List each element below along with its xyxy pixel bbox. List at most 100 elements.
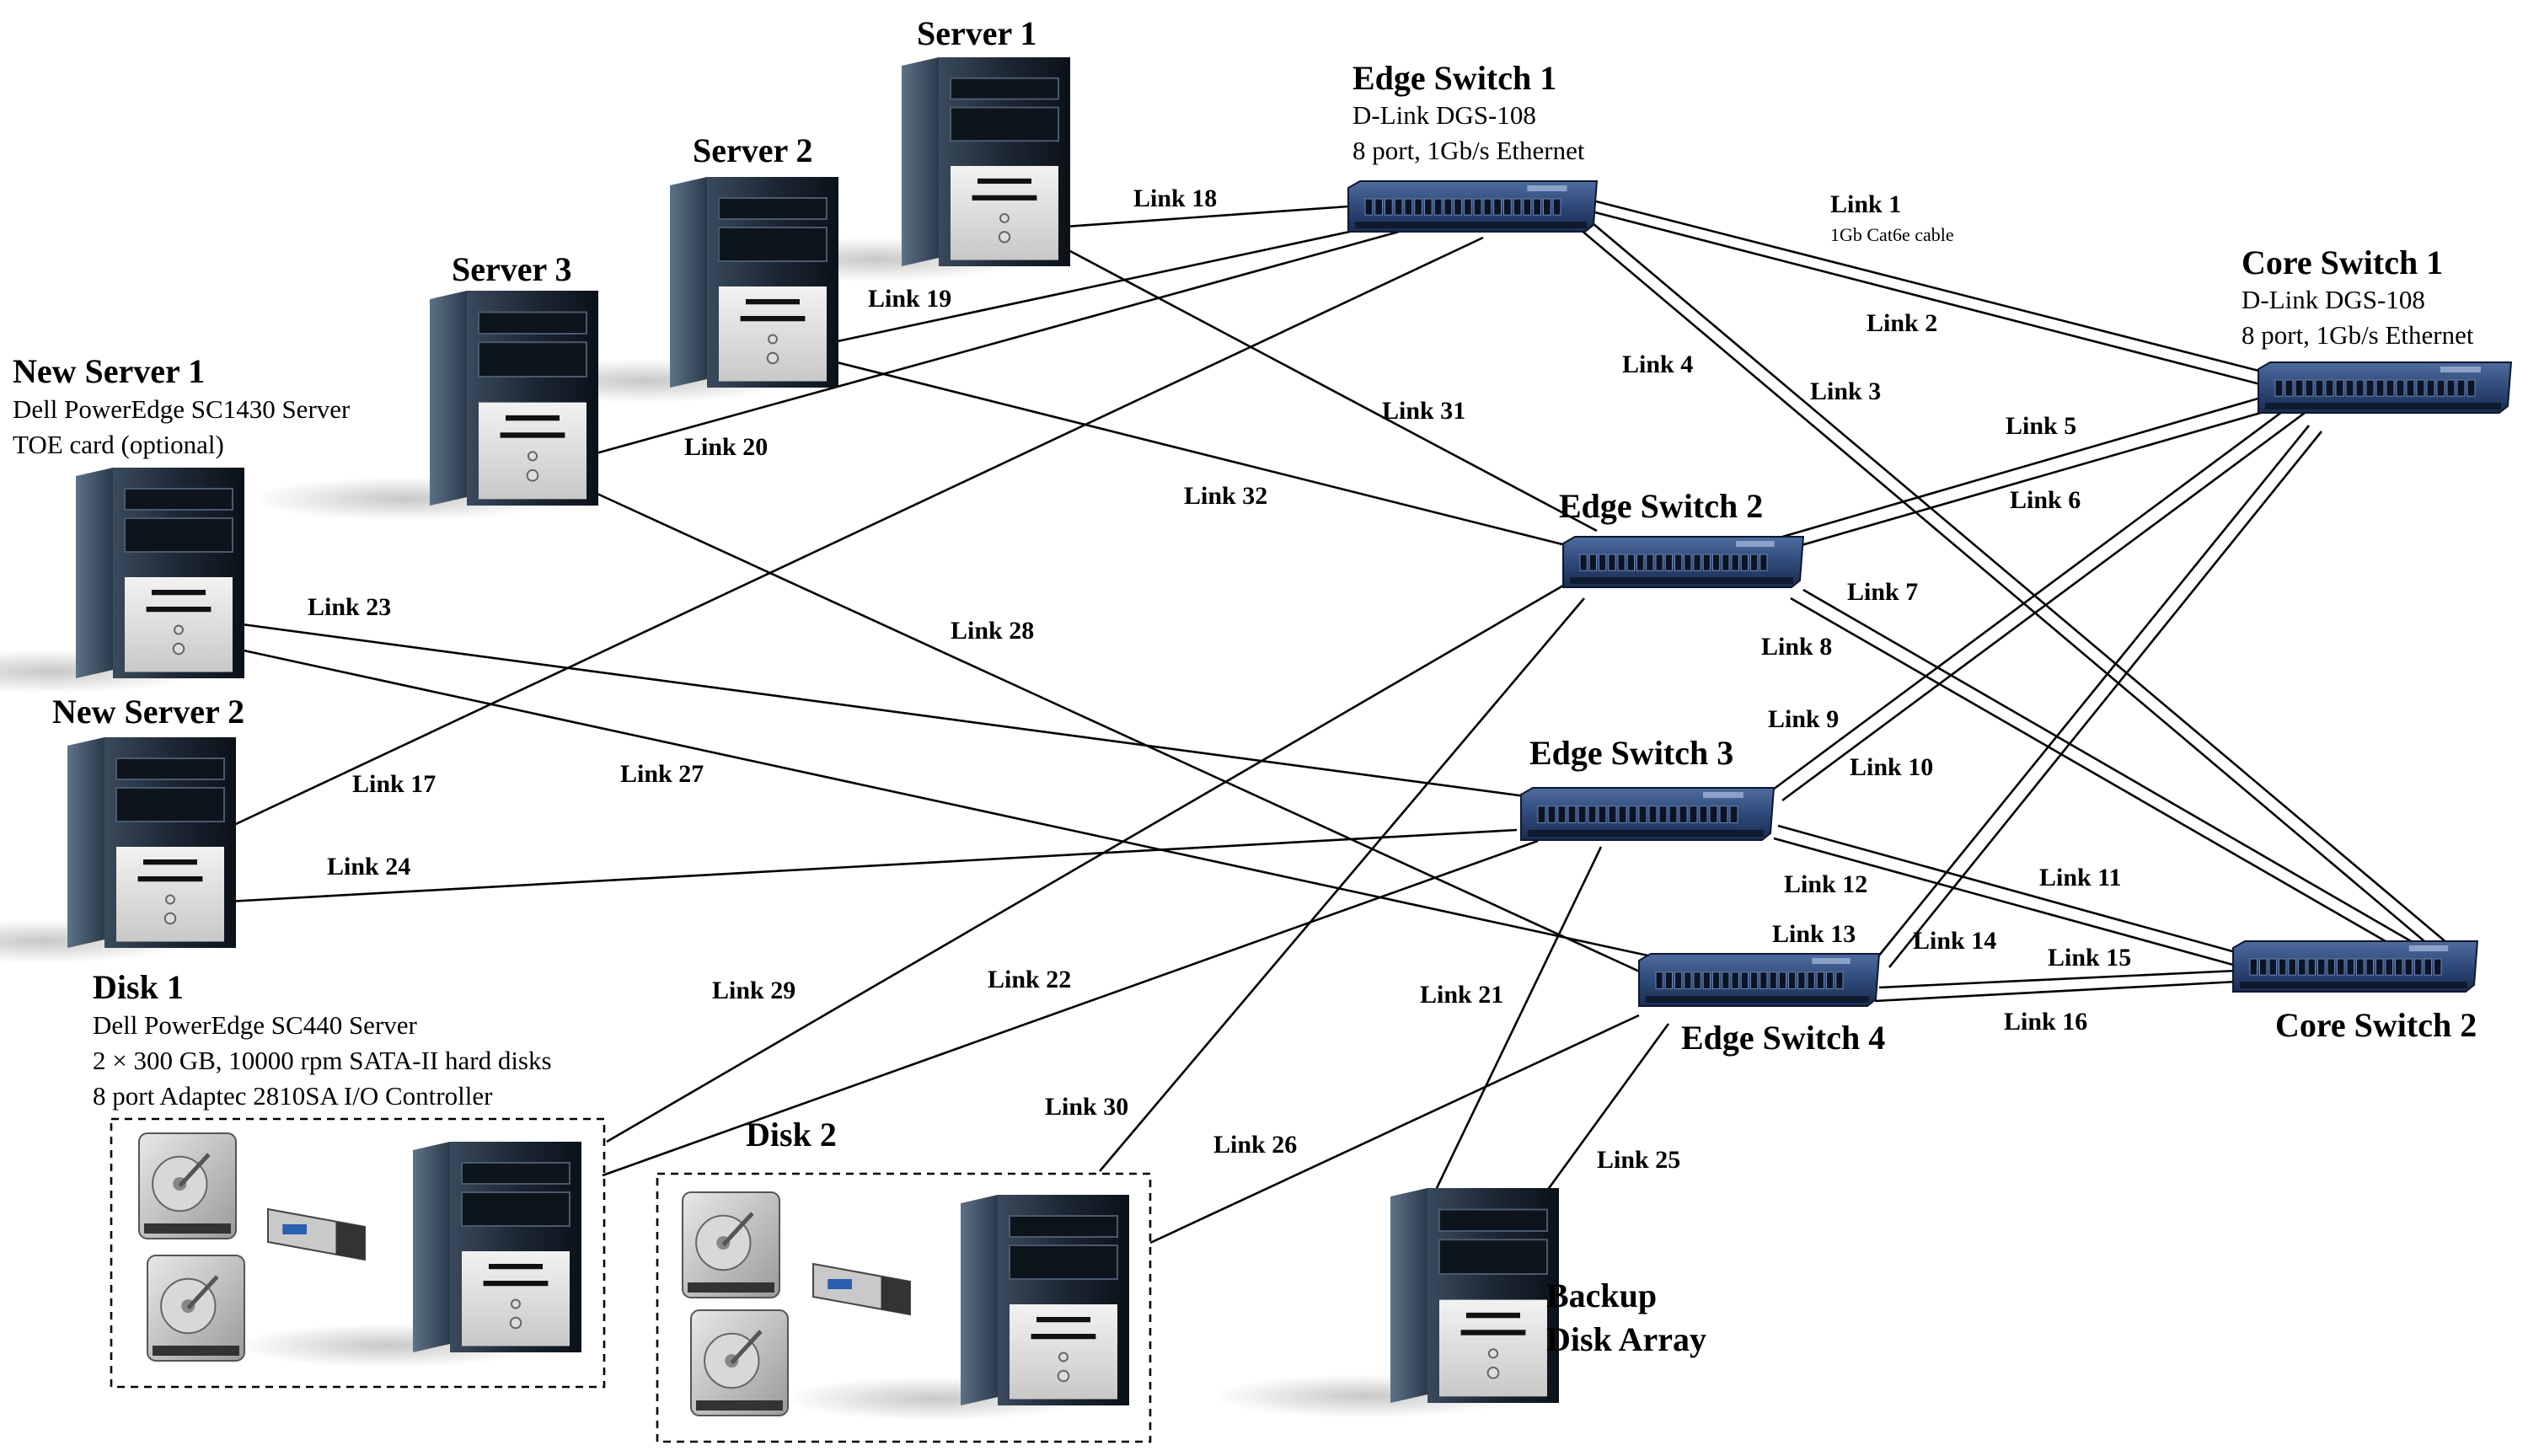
wire-link-5	[1773, 394, 2268, 541]
link-label-26: Link 26	[1213, 1131, 1297, 1159]
wire-link-18	[1052, 205, 1349, 229]
wire-link-31	[1057, 243, 1598, 533]
core1-model: D-Link DGS-108	[2241, 285, 2425, 314]
disk2-io-controller-icon	[812, 1262, 911, 1316]
new-server1-title: New Server 1	[13, 352, 205, 390]
disk1-io-controller-icon	[267, 1207, 366, 1261]
link-label-28: Link 28	[951, 617, 1034, 645]
disk2-hard-disk-2-icon	[690, 1309, 789, 1416]
wire-link-30	[1099, 597, 1585, 1172]
link-label-32: Link 32	[1184, 482, 1267, 510]
disk2-hard-disk-1-icon	[682, 1191, 780, 1298]
wire-link-24	[227, 828, 1518, 903]
edge1-title: Edge Switch 1	[1352, 59, 1556, 97]
link-label-11: Link 11	[2039, 864, 2122, 891]
link-label-29: Link 29	[712, 977, 795, 1004]
link-label-3: Link 3	[1810, 377, 1881, 405]
wire-link-2	[1588, 209, 2268, 388]
link-label-15: Link 15	[2048, 944, 2131, 972]
edge2-title: Edge Switch 2	[1559, 487, 1763, 525]
edge-switch-1-icon	[1347, 180, 1599, 233]
core1-spec: 8 port, 1Gb/s Ethernet	[2241, 320, 2474, 350]
wire-link-13	[1873, 425, 2311, 961]
disk1-controller: 8 port Adaptec 2810SA I/O Controller	[93, 1081, 493, 1111]
backup-title-line2: Disk Array	[1546, 1320, 1706, 1358]
wire-link-10	[1781, 411, 2306, 802]
cable-note: 1Gb Cat6e cable	[1830, 224, 1954, 245]
new-server1-model: Dell PowerEdge SC1430 Server	[13, 394, 351, 424]
backup-disk-array-icon	[1213, 1188, 1559, 1418]
core2-title: Core Switch 2	[2275, 1006, 2477, 1044]
edge-switch-4-icon	[1638, 953, 1881, 1007]
wire-link-22	[602, 839, 1539, 1177]
wire-link-26	[1149, 1014, 1640, 1245]
disk1-hard-disk-2-icon	[147, 1255, 245, 1362]
link-label-30: Link 30	[1045, 1093, 1128, 1121]
disk1-server-tower-icon	[236, 1142, 581, 1368]
wire-link-19	[825, 226, 1370, 345]
link-label-18: Link 18	[1133, 185, 1217, 212]
disk1-model: Dell PowerEdge SC440 Server	[93, 1010, 418, 1040]
link-label-25: Link 25	[1597, 1146, 1680, 1174]
wire-link-4	[1579, 228, 2436, 951]
backup-title-line1: Backup	[1546, 1277, 1657, 1314]
edge3-title: Edge Switch 3	[1529, 734, 1733, 772]
disk2-server-tower-icon	[784, 1195, 1129, 1421]
link-label-8: Link 8	[1761, 633, 1832, 661]
wire-link-32	[829, 359, 1577, 549]
link-label-23: Link 23	[308, 593, 391, 621]
wire-link-7	[1802, 588, 2428, 952]
link-label-10: Link 10	[1850, 753, 1933, 781]
link-label-6: Link 6	[2010, 486, 2081, 514]
wire-link-8	[1790, 597, 2413, 958]
wire-link-27	[235, 647, 1652, 958]
link-label-1: Link 1	[1830, 190, 1901, 218]
core-switch-2-icon	[2232, 940, 2479, 993]
link-label-2: Link 2	[1867, 309, 1937, 337]
wire-link-16	[1874, 980, 2238, 1003]
disk1-title: Disk 1	[93, 968, 184, 1006]
link-label-20: Link 20	[684, 433, 768, 461]
wire-link-6	[1777, 407, 2276, 554]
link-label-7: Link 7	[1847, 578, 1918, 606]
disk1-disks: 2 × 300 GB, 10000 rpm SATA-II hard disks	[93, 1046, 552, 1075]
wire-link-21	[1435, 846, 1603, 1189]
wire-link-23	[235, 622, 1526, 798]
wire-link-14	[1888, 431, 2323, 968]
disk2-group-box	[656, 1172, 1152, 1443]
wire-link-17	[222, 236, 1484, 832]
disk2-title: Disk 2	[746, 1116, 837, 1154]
disk1-hard-disk-1-icon	[138, 1132, 237, 1239]
new-server1-toe: TOE card (optional)	[13, 430, 224, 459]
edge-switch-2-icon	[1562, 536, 1805, 588]
new-server2-title: New Server 2	[52, 693, 244, 731]
link-label-17: Link 17	[352, 770, 436, 798]
link-label-19: Link 19	[868, 285, 951, 313]
wire-link-25	[1532, 1023, 1670, 1210]
link-label-12: Link 12	[1784, 870, 1867, 898]
wire-link-28	[589, 489, 1644, 975]
wire-link-29	[606, 584, 1564, 1143]
core1-title: Core Switch 1	[2241, 244, 2443, 281]
link-label-22: Link 22	[988, 966, 1071, 993]
core-switch-1-icon	[2258, 361, 2513, 414]
edge1-spec: 8 port, 1Gb/s Ethernet	[1352, 136, 1585, 165]
server2-title: Server 2	[693, 131, 813, 169]
link-label-24: Link 24	[327, 853, 410, 881]
wire-link-15	[1878, 969, 2238, 989]
edge-switch-3-icon	[1520, 787, 1775, 841]
new-server1-tower-icon	[0, 468, 244, 693]
link-label-9: Link 9	[1768, 705, 1839, 733]
link-label-16: Link 16	[2004, 1008, 2087, 1036]
server3-title: Server 3	[452, 250, 572, 288]
wire-link-20	[589, 230, 1400, 457]
link-label-14: Link 14	[1913, 927, 1996, 955]
link-label-13: Link 13	[1772, 920, 1856, 948]
new-server2-tower-icon	[0, 737, 236, 963]
link-label-4: Link 4	[1622, 351, 1693, 378]
disk1-group-box	[110, 1117, 606, 1389]
edge4-title: Edge Switch 4	[1681, 1019, 1885, 1057]
link-label-21: Link 21	[1420, 981, 1503, 1009]
edge1-model: D-Link DGS-108	[1352, 100, 1536, 130]
